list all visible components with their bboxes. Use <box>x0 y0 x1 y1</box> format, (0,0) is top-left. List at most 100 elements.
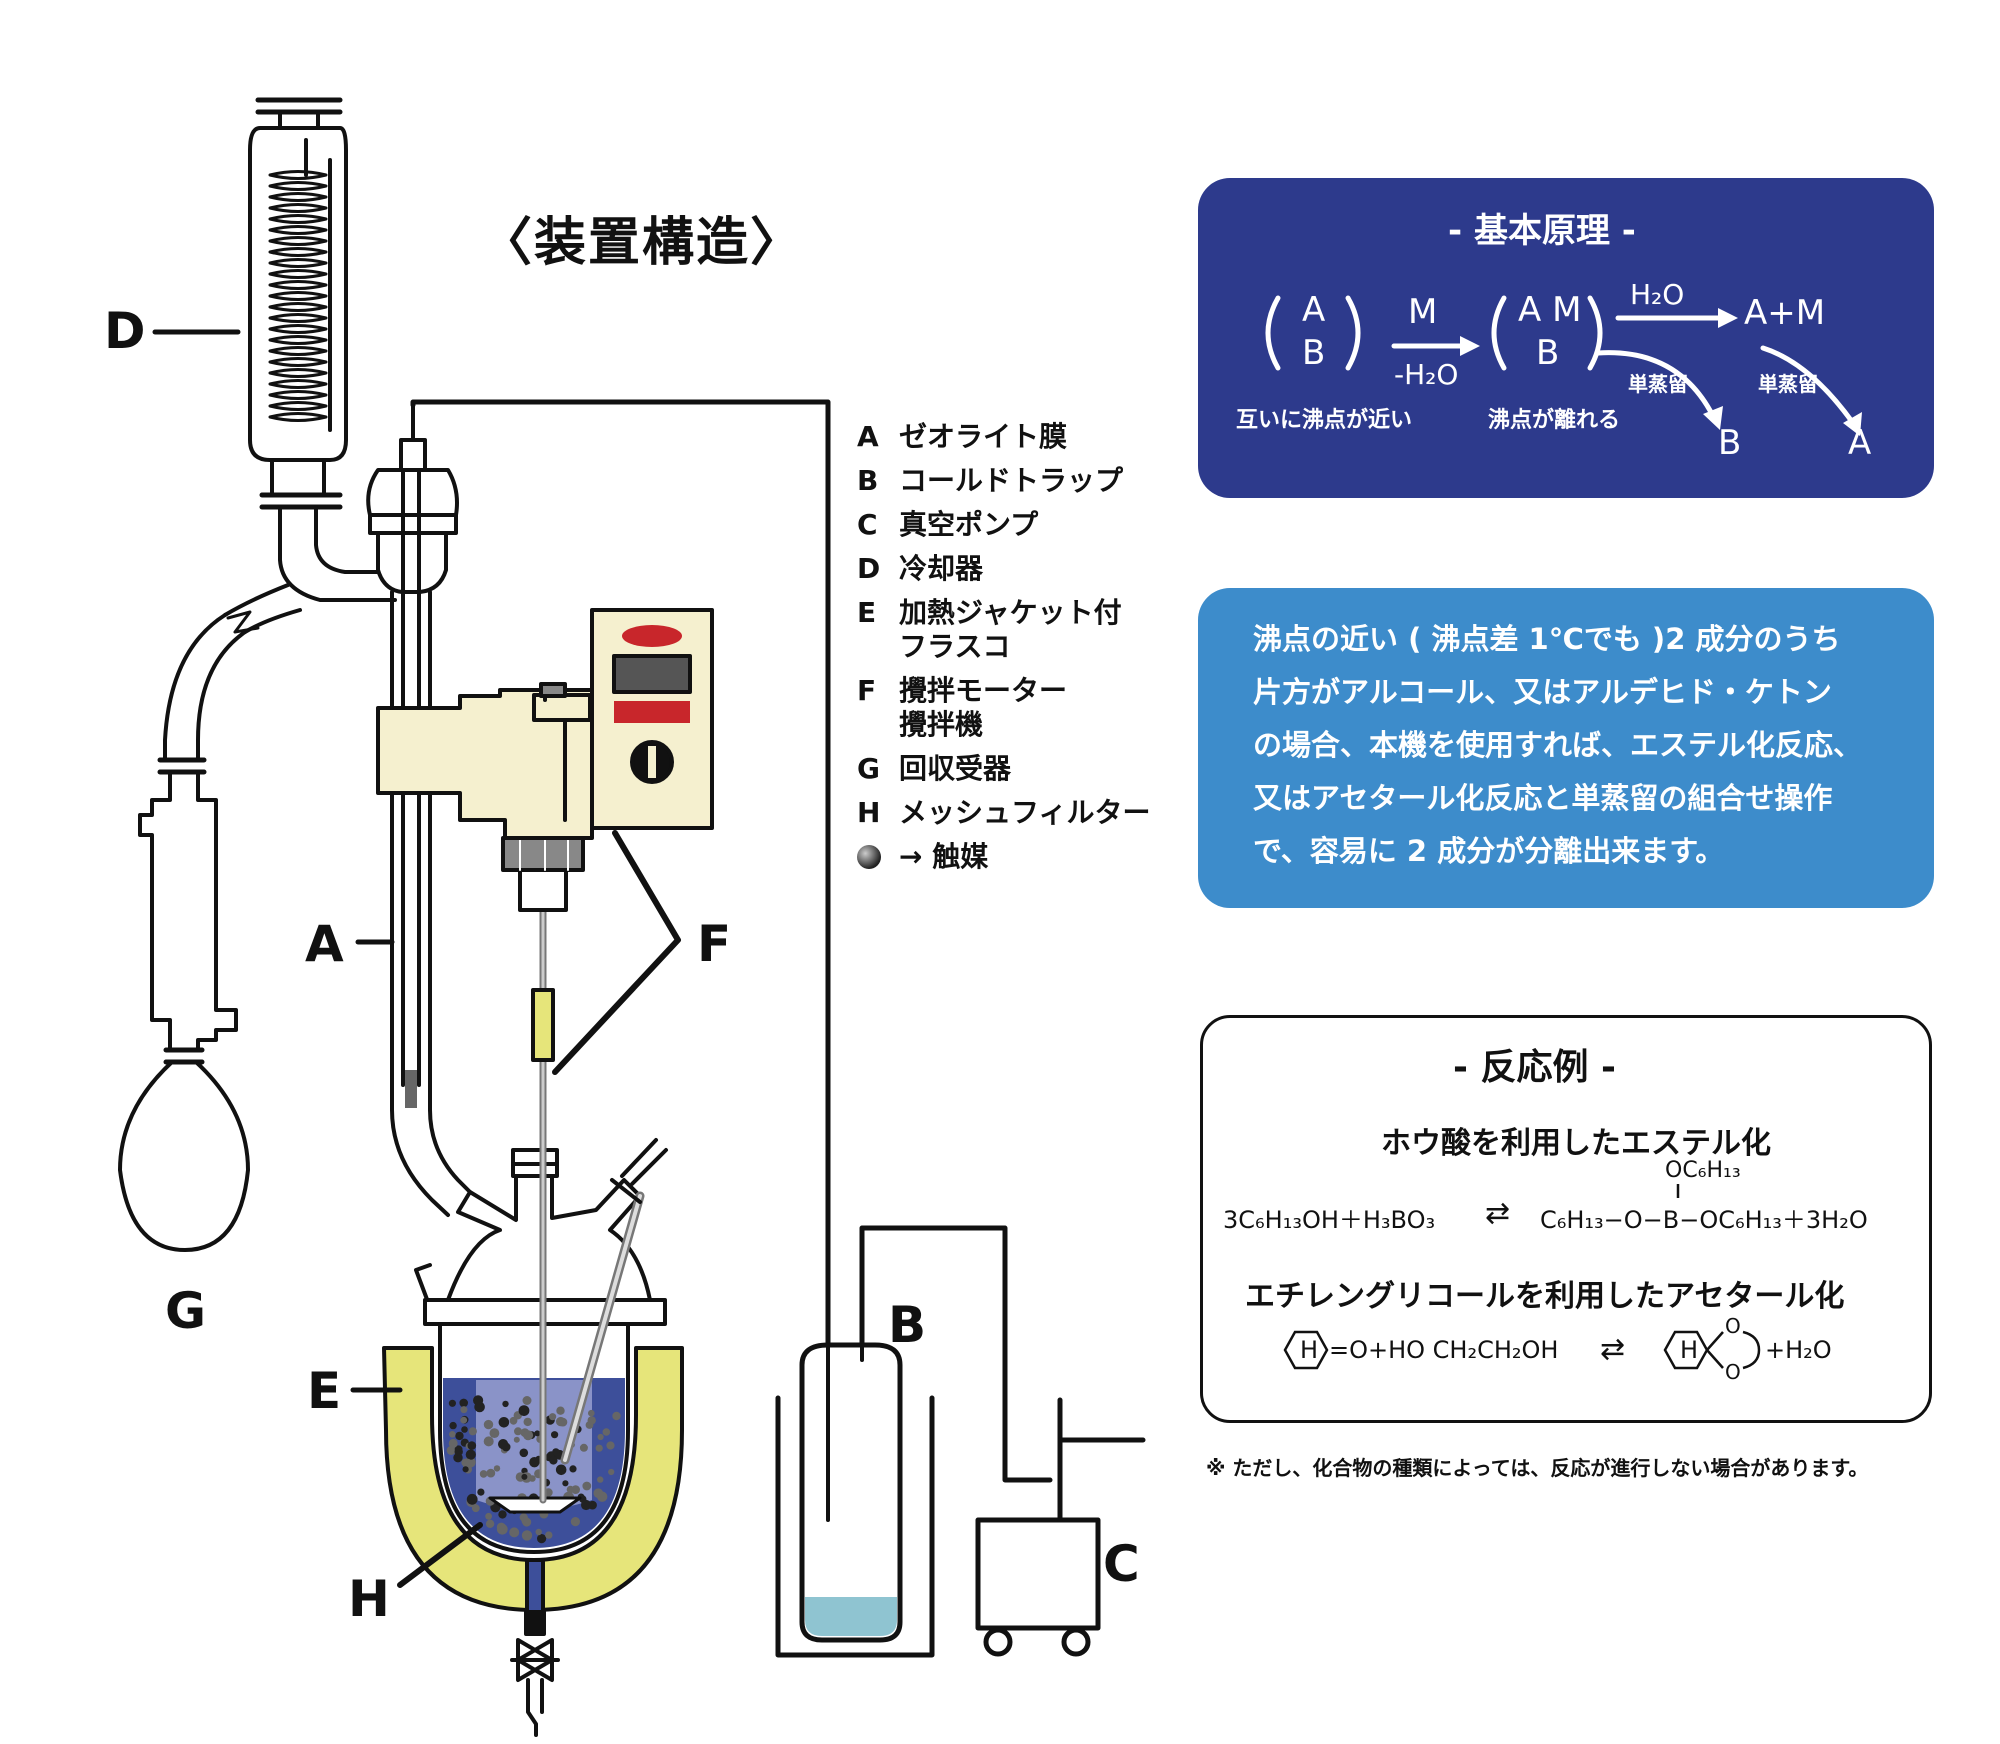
catalyst-bead <box>509 1527 520 1538</box>
legend-text: メッシュフィルター <box>899 796 1151 829</box>
catalyst-bead <box>485 1519 495 1529</box>
label-f: F <box>697 915 732 973</box>
catalyst-bead <box>460 1416 468 1424</box>
legend-item: B コールドトラップ <box>857 464 1150 498</box>
reaction-example-panel: - 反応例 - ホウ酸を利用したエステル化 OC₆H₁₃ 3C₆H₁₃OH＋H₃… <box>1200 1015 1932 1423</box>
mesh-filter-h <box>488 1496 582 1514</box>
legend-key: C <box>857 508 878 541</box>
principle-caption-1: 互いに沸点が近い <box>1236 408 1413 433</box>
catalyst-bead <box>555 1464 567 1476</box>
principle-minus-h2o: -H₂O <box>1394 358 1459 391</box>
catalyst-bead <box>521 1530 533 1541</box>
catalyst-bead <box>498 1510 507 1519</box>
catalyst-bead <box>552 1448 560 1456</box>
catalyst-bead <box>534 1430 541 1437</box>
legend-item: D 冷却器 <box>857 552 1150 586</box>
principle-a: A <box>1302 290 1326 330</box>
catalyst-bead <box>529 1457 540 1468</box>
ring-label-left: H <box>1300 1336 1319 1364</box>
legend-key: H <box>857 796 881 829</box>
footnote: ※ ただし、化合物の種類によっては、反応が進行しない場合があります。 <box>1206 1456 1869 1480</box>
catalyst-bead <box>522 1396 532 1405</box>
catalyst-bead <box>483 1419 494 1430</box>
legend-key: F <box>857 674 877 707</box>
example-title-2: エチレングリコールを利用したアセタール化 <box>1245 1279 1845 1314</box>
catalyst-bead <box>602 1428 611 1436</box>
principle-am-b: B <box>1536 333 1560 373</box>
legend-key: G <box>857 752 880 785</box>
catalyst-bead <box>461 1458 470 1467</box>
equation-1-arrow: ⇄ <box>1485 1196 1511 1231</box>
principle-m: M <box>1408 292 1438 332</box>
legend-item: F 攪拌モーター 攪拌機 <box>857 674 1150 742</box>
label-g: G <box>165 1282 207 1340</box>
catalyst-bead <box>502 1400 509 1408</box>
principle-am: A M <box>1518 290 1582 330</box>
catalyst-bead <box>459 1398 469 1408</box>
equation-1-left: 3C₆H₁₃OH＋H₃BO₃ <box>1223 1206 1436 1234</box>
acetal-o-top: O <box>1725 1314 1741 1338</box>
side-thermometer <box>560 1138 668 1465</box>
description-line: 又はアセタール化反応と単蒸留の組合せ操作 <box>1253 781 1833 815</box>
legend-text: コールドトラップ <box>899 464 1124 497</box>
label-h: H <box>348 1570 390 1628</box>
catalyst-bead <box>588 1409 595 1417</box>
catalyst-bead <box>537 1534 547 1544</box>
catalyst-bead <box>549 1456 558 1465</box>
example-title-1: ホウ酸を利用したエステル化 <box>1381 1126 1771 1161</box>
principle-h2o: H₂O <box>1630 278 1685 311</box>
example-branch: OC₆H₁₃ <box>1665 1158 1741 1183</box>
description-line: 沸点の近い ( 沸点差 1℃でも )2 成分のうち <box>1253 622 1841 656</box>
catalyst-bead <box>468 1427 477 1436</box>
legend-item: H メッシュフィルター <box>857 796 1150 830</box>
label-a: A <box>305 915 344 973</box>
acetal-o-bottom: O <box>1725 1360 1741 1384</box>
catalyst-bead <box>493 1465 501 1472</box>
vacuum-pump-c <box>975 1437 1101 1657</box>
catalyst-bead <box>519 1448 529 1458</box>
example-heading: - 反応例 - <box>1453 1047 1616 1088</box>
equation-2-left: =O+HO CH₂CH₂OH <box>1329 1336 1559 1364</box>
catalyst-bead <box>521 1516 530 1525</box>
equation-1-right: C₆H₁₃−O−B−OC₆H₁₃＋3H₂O <box>1540 1206 1868 1234</box>
catalyst-bead <box>556 1406 565 1415</box>
description-panel: 沸点の近い ( 沸点差 1℃でも )2 成分のうち 片方がアルコール、又はアルデ… <box>1198 588 1934 908</box>
catalyst-bead <box>483 1436 494 1447</box>
catalyst-bead <box>523 1417 532 1427</box>
catalyst-bead <box>486 1468 496 1478</box>
principle-distill-1: 単蒸留 <box>1628 372 1688 396</box>
catalyst-bead <box>498 1439 509 1450</box>
catalyst-ball-icon <box>857 845 881 869</box>
principle-product: A+M <box>1744 293 1826 333</box>
catalyst-bead <box>595 1444 603 1452</box>
stirrer-motor-f <box>376 608 714 840</box>
legend-text: 攪拌モーター 攪拌機 <box>899 674 1068 741</box>
catalyst-bead <box>570 1517 581 1527</box>
condenser-coil <box>268 170 328 422</box>
label-d: D <box>104 302 146 360</box>
condenser-outlet <box>157 458 397 775</box>
catalyst-bead <box>523 1430 534 1441</box>
catalyst-bead <box>597 1433 604 1441</box>
legend-key: B <box>857 464 879 497</box>
principle-out-b: B <box>1718 423 1742 463</box>
principle-caption-2: 沸点が離れる <box>1488 408 1621 433</box>
catalyst-bead <box>479 1470 488 1478</box>
catalyst-bead <box>455 1431 464 1441</box>
catalyst-bead <box>518 1405 530 1416</box>
catalyst-bead <box>514 1427 522 1436</box>
catalyst-bead <box>585 1421 594 1429</box>
equation-2-right: +H₂O <box>1765 1336 1832 1364</box>
principle-b: B <box>1302 333 1326 373</box>
catalyst-bead <box>569 1465 577 1473</box>
principle-heading: - 基本原理 - <box>1448 211 1636 251</box>
catalyst-bead <box>562 1480 569 1487</box>
legend-text: 真空ポンプ <box>899 508 1039 541</box>
catalyst-bead <box>448 1399 456 1407</box>
legend-text: 冷却器 <box>899 552 984 585</box>
catalyst-bead <box>462 1466 469 1473</box>
legend-key: D <box>857 552 881 585</box>
catalyst-bead <box>556 1416 566 1427</box>
label-c: C <box>1103 1535 1140 1593</box>
